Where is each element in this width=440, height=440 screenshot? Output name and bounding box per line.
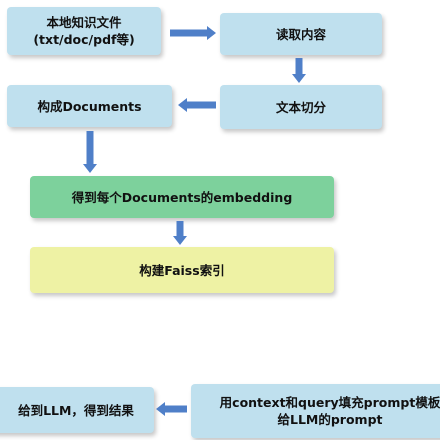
node-build-documents: 构成Documents (7, 85, 172, 127)
node-get-embedding-label: 得到每个Documents的embedding (71, 189, 293, 205)
node-fill-prompt-template-line2: 给LLM的prompt (277, 412, 383, 427)
node-local-knowledge-files: 本地知识文件 (txt/doc/pdf等) (7, 7, 161, 55)
node-give-llm-result: 给到LLM，得到结果 (0, 387, 154, 433)
arrow-read-to-split (292, 58, 306, 83)
node-local-knowledge-files-line1: 本地知识文件 (46, 15, 122, 30)
node-read-content-label: 读取内容 (275, 26, 326, 42)
node-build-faiss-index: 构建Faiss索引 (30, 247, 334, 293)
node-text-split: 文本切分 (220, 85, 382, 129)
node-build-faiss-index-label: 构建Faiss索引 (139, 262, 225, 278)
node-fill-prompt-template: 用context和query填充prompt模板 给LLM的prompt (191, 384, 440, 438)
arrow-files-to-read (170, 26, 216, 40)
node-give-llm-result-label: 给到LLM，得到结果 (18, 402, 134, 418)
node-local-knowledge-files-line2: (txt/doc/pdf等) (33, 32, 135, 47)
arrow-prompt-to-llm (156, 402, 187, 416)
node-fill-prompt-template-line1: 用context和query填充prompt模板 (219, 395, 440, 410)
node-text-split-label: 文本切分 (275, 99, 326, 115)
arrow-embedding-to-faiss (173, 221, 187, 245)
arrow-documents-to-embedding (83, 131, 97, 173)
arrow-split-to-documents (178, 98, 216, 112)
node-read-content: 读取内容 (220, 13, 382, 55)
node-build-documents-label: 构成Documents (37, 98, 142, 114)
node-get-embedding: 得到每个Documents的embedding (30, 176, 334, 218)
